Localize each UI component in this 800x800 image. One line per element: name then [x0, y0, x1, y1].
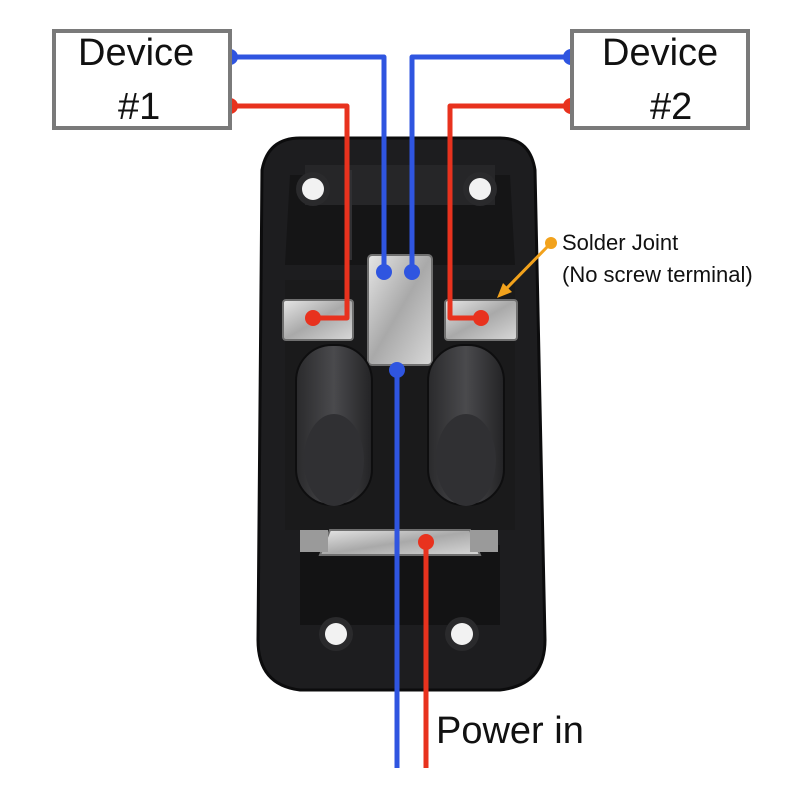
- device-1-name: Device: [78, 32, 195, 74]
- solder-joint-label: Solder Joint: [562, 230, 679, 255]
- negative-wires: [230, 54, 571, 768]
- metal-terminals: [282, 254, 518, 556]
- blue-wire-device-1: [230, 54, 387, 272]
- blue-solder-dot: [404, 264, 420, 280]
- blue-solder-dot: [389, 362, 405, 378]
- red-solder-dot: [418, 534, 434, 550]
- mounting-hole: [296, 172, 330, 206]
- red-solder-dot: [473, 310, 489, 326]
- red-wire-device-1: [230, 103, 350, 321]
- power-in-label: Power in: [436, 710, 584, 752]
- positive-wires: [230, 103, 571, 768]
- device-2-box: [570, 29, 750, 130]
- blue-solder-dot: [376, 264, 392, 280]
- blue-wire-device-2: [409, 54, 571, 272]
- left-contact-knob: [295, 344, 373, 506]
- mounting-hole: [463, 172, 497, 206]
- device-1-number: #1: [118, 86, 161, 128]
- device-1-box: [52, 29, 232, 130]
- right-contact-knob: [427, 344, 505, 506]
- red-wire-device-2: [447, 103, 571, 321]
- red-solder-dot: [305, 310, 321, 326]
- device-2-number: #2: [650, 86, 693, 128]
- device-2-name: Device: [602, 32, 719, 74]
- annotation-arrow: [497, 237, 557, 298]
- mounting-hole: [445, 617, 479, 651]
- solder-joint-note: (No screw terminal): [562, 262, 753, 287]
- mounting-hole: [319, 617, 353, 651]
